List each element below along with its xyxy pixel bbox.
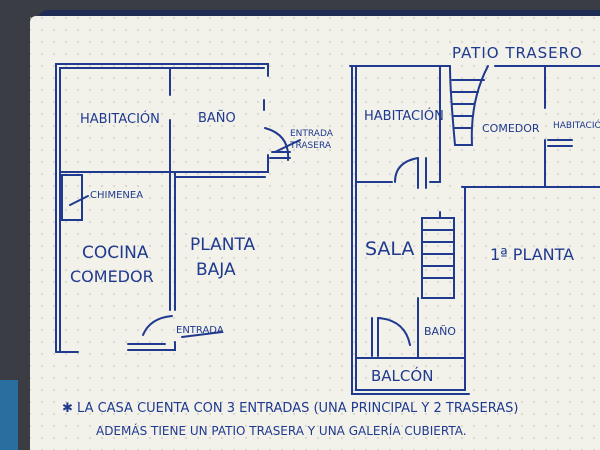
first-floor-plan [349, 65, 600, 395]
first-bedroom-doorframe [417, 157, 427, 189]
ground-bedroom-label: HABITACIÓN [80, 111, 160, 127]
first-bathroom-label: BAÑO [424, 325, 456, 338]
footnote-line2: ADEMÁS TIENE UN PATIO TRASERA Y UNA GALE… [96, 423, 467, 438]
ground-floor-labels: HABITACIÓN BAÑO ENTRADA TRASERA CHIMENEA… [70, 110, 334, 336]
ground-bath-wall [59, 154, 269, 173]
first-floor-labels: PATIO TRASERO HABITACIÓN COMEDOR HABITAC… [364, 44, 600, 385]
ground-outer-wall [55, 63, 269, 353]
front-entry-label: ENTRADA [176, 325, 224, 336]
ground-bathroom-label: BAÑO [198, 110, 236, 126]
small-bedroom-label: HABITACIÓN [553, 119, 600, 131]
upper-stairs-treads [451, 79, 485, 129]
ground-outer-wall-inner [59, 67, 265, 353]
back-entry-label-line2: TRASERA [289, 141, 332, 151]
back-entry-door-swing [264, 127, 290, 161]
dot-grid [30, 16, 600, 450]
first-bedroom-label: HABITACIÓN [364, 108, 444, 124]
front-entry-arrow [181, 331, 223, 338]
fireplace-label: CHIMENEA [90, 190, 143, 201]
living-room-label: SALA [365, 238, 414, 260]
upper-stairs-outline [449, 65, 489, 146]
first-bedroom-door [394, 157, 419, 183]
balcony-label: BALCÓN [371, 366, 433, 385]
kitchen-label-line2: COMEDOR [70, 267, 154, 286]
central-stairs-treads [421, 229, 455, 279]
footnote-line1: ✱ LA CASA CUENTA CON 3 ENTRADAS (UNA PRI… [62, 401, 518, 416]
fireplace-arrow [69, 195, 89, 206]
ground-floor-plan [55, 63, 301, 353]
ground-fireplace-box [61, 174, 83, 221]
ground-floor-label-line1: PLANTA [190, 235, 256, 255]
back-entry-label-line1: ENTRADA [290, 129, 334, 139]
patio-label: PATIO TRASERO [452, 44, 583, 62]
first-bedroom-wall-right [429, 65, 441, 183]
ribbon-bookmark [0, 380, 18, 450]
central-stairs [421, 217, 455, 299]
first-outer-wall-outer [351, 65, 470, 395]
balcony-door [371, 317, 379, 357]
front-entry-door-swing [142, 315, 173, 336]
dining-label: COMEDOR [482, 122, 540, 135]
first-floor-label: 1ª PLANTA [490, 245, 574, 264]
first-outer-wall [355, 65, 600, 391]
front-entry-sill [127, 341, 176, 351]
first-small-door [547, 139, 573, 147]
balcony-door-swing [377, 317, 411, 346]
footnote: ✱ LA CASA CUENTA CON 3 ENTRADAS (UNA PRI… [62, 401, 518, 438]
kitchen-label-line1: COCINA [82, 243, 149, 263]
ground-floor-label-line2: BAJA [196, 260, 236, 280]
back-entry-arrow [274, 139, 301, 153]
